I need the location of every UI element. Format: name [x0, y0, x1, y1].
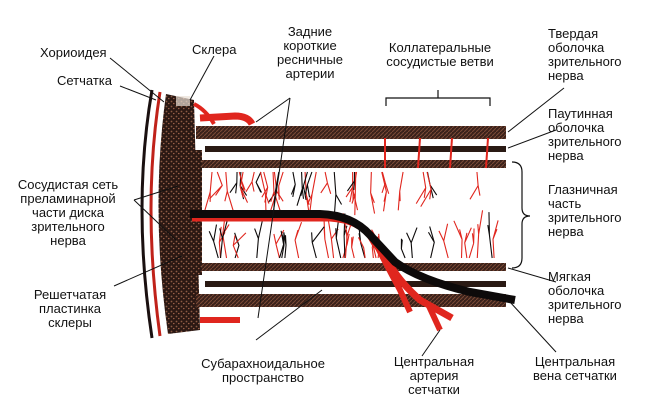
collateral-vascular-branches — [384, 137, 489, 169]
capillary — [270, 171, 282, 212]
capillary — [203, 171, 213, 212]
capillary — [381, 171, 387, 212]
capillary — [209, 171, 223, 200]
capillary — [239, 171, 249, 203]
capillary — [351, 171, 357, 216]
capillary — [304, 171, 313, 198]
capillary — [406, 227, 418, 259]
label-central-retinal-vein: Центральная вена сетчатки — [533, 354, 617, 383]
capillary — [426, 171, 438, 199]
label-retina: Сетчатка — [57, 73, 113, 88]
label-sclera: Склера — [192, 42, 237, 57]
capillary — [255, 171, 262, 193]
capillary — [370, 171, 376, 214]
label-choroid: Хориоидея — [40, 45, 107, 60]
label-subarachnoid-space: Субарахноидальное пространство — [201, 356, 325, 385]
collateral-bracket — [385, 90, 491, 106]
capillary — [290, 171, 296, 198]
capillary — [487, 212, 493, 259]
capillary — [245, 171, 255, 193]
capillary — [320, 171, 332, 194]
capillary — [219, 218, 229, 259]
central-vessels — [190, 210, 516, 332]
arachnoid-mater — [205, 146, 506, 287]
capillary — [224, 171, 234, 211]
orbital-bracket — [511, 161, 531, 269]
capillary — [278, 171, 284, 200]
retina-layer — [140, 89, 154, 339]
label-lamina-cribrosa: Решетчатая пластинка склеры — [33, 287, 107, 330]
label-arachnoid-mater: Паутинная оболочка зрительного нерва — [548, 106, 622, 163]
posterior-ciliary-arteries — [193, 102, 256, 323]
label-orbital-part: Глазничная часть зрительного нерва — [548, 182, 622, 239]
choroid-layer — [149, 91, 162, 337]
capillary — [438, 223, 449, 259]
leader-lines — [109, 55, 565, 357]
capillary — [300, 171, 308, 200]
capillary — [469, 171, 481, 200]
capillary — [492, 220, 499, 259]
capillary — [259, 171, 270, 216]
capillary — [397, 171, 404, 211]
capillary — [283, 232, 287, 259]
capillary — [294, 221, 303, 259]
capillary — [427, 226, 435, 259]
label-central-retinal-artery: Центральная артерия сетчатки — [393, 354, 475, 397]
capillary — [464, 227, 472, 259]
capillary — [453, 220, 463, 259]
capillary — [238, 171, 246, 192]
label-posterior-ciliary-arteries: Задние короткие ресничные артерии — [277, 24, 343, 81]
label-collateral-branches: Коллатеральные сосудистые ветви — [386, 40, 494, 69]
capillary — [254, 218, 264, 259]
capillary — [208, 224, 219, 259]
label-dura-mater: Твердая оболочка зрительного нерва — [548, 26, 622, 83]
capillary — [415, 171, 427, 204]
capillary — [281, 232, 285, 259]
capillary — [345, 171, 354, 203]
capillary — [232, 232, 247, 259]
dura-mater — [196, 126, 506, 307]
capillary-network — [203, 171, 499, 259]
capillary — [311, 226, 325, 259]
capillary — [476, 210, 484, 259]
label-prelaminar-network: Сосудистая сеть преламинарной части диск… — [17, 177, 119, 248]
capillary — [335, 218, 342, 259]
capillary — [420, 171, 432, 207]
central-retinal-vein — [190, 210, 516, 304]
label-pia-mater: Мягкая оболочка зрительного нерва — [548, 269, 622, 326]
capillary — [346, 171, 356, 192]
capillary — [323, 220, 330, 259]
capillary — [229, 171, 238, 194]
capillary — [351, 236, 355, 259]
pia-mater — [198, 160, 506, 271]
capillary — [357, 237, 366, 259]
capillary — [273, 229, 285, 259]
capillary — [333, 171, 343, 218]
capillary — [468, 228, 475, 259]
capillary — [400, 238, 406, 259]
